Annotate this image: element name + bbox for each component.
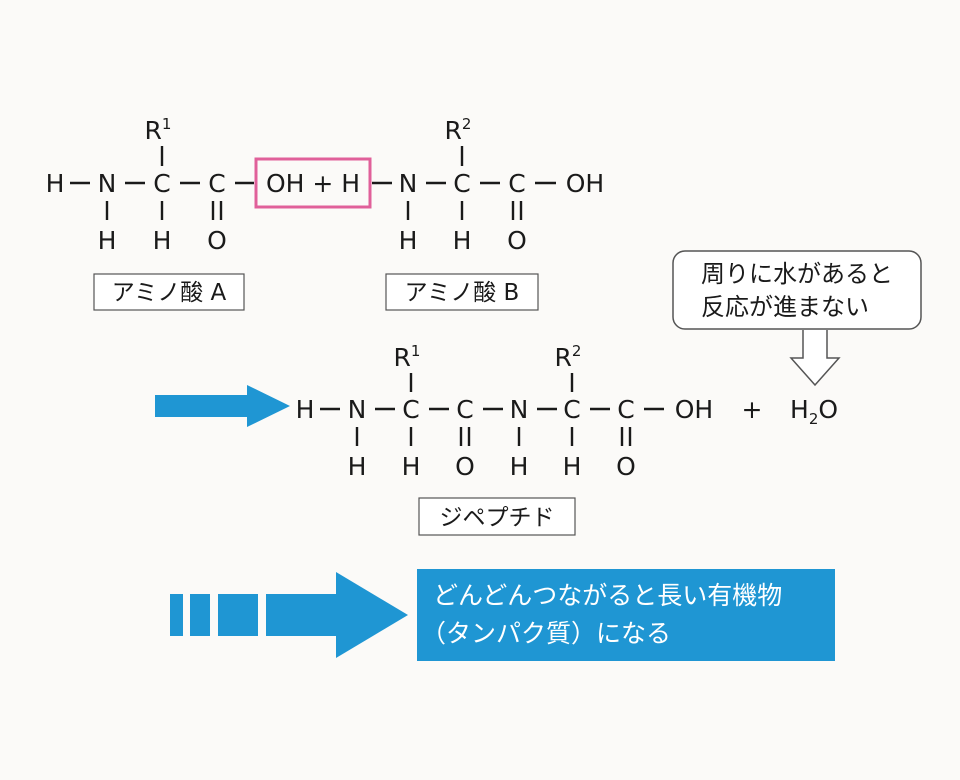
chain-arrow-icon bbox=[170, 572, 408, 658]
d-c-alpha-2: C bbox=[563, 395, 580, 424]
water-note-bubble: 周りに水があると 反応が進まない bbox=[672, 250, 922, 387]
chain-arrow-head bbox=[336, 572, 408, 658]
a-c-alpha: C bbox=[153, 169, 170, 198]
amino-acid-a-label: アミノ酸 A bbox=[112, 280, 227, 306]
reaction-arrow-icon bbox=[155, 385, 290, 427]
d-c-carbonyl-2: C bbox=[617, 395, 634, 424]
highlight-box bbox=[254, 157, 372, 209]
b-c-carbonyl: C bbox=[508, 169, 525, 198]
d-c-carbonyl-1: C bbox=[456, 395, 473, 424]
d-carbonyl-oxygen-2: O bbox=[616, 452, 636, 481]
b-n-atom: N bbox=[399, 169, 418, 198]
plus-sign: + bbox=[742, 395, 763, 424]
d-n2-hydrogen: H bbox=[510, 452, 529, 481]
arrow-segment-1 bbox=[170, 594, 183, 636]
d-r1-group: R1 bbox=[394, 342, 421, 372]
a-h-terminal: H bbox=[46, 169, 65, 198]
amino-acid-b-label-box bbox=[385, 273, 539, 311]
arrow-segment-3 bbox=[218, 594, 258, 636]
b-c-alpha: C bbox=[453, 169, 470, 198]
b-carbonyl-oxygen: O bbox=[507, 226, 527, 255]
amino-acid-b: N C C OH R2 H H O アミノ酸 B bbox=[372, 115, 604, 311]
bubble-box bbox=[672, 250, 922, 330]
highlight-text: OH + H bbox=[266, 169, 360, 198]
a-carbonyl-oxygen: O bbox=[207, 226, 227, 255]
reaction-arrow-shaft bbox=[155, 395, 251, 417]
condensation-highlight: OH + H bbox=[254, 157, 372, 209]
d-n1-hydrogen: H bbox=[348, 452, 367, 481]
bubble-line-2: 反応が進まない bbox=[701, 293, 869, 321]
d-c2-hydrogen: H bbox=[563, 452, 582, 481]
d-r2-group: R2 bbox=[555, 342, 582, 372]
bubble-line-1: 周りに水があると bbox=[701, 260, 893, 288]
d-h-terminal: H bbox=[296, 395, 315, 424]
a-n-atom: N bbox=[98, 169, 117, 198]
d-n-atom-1: N bbox=[348, 395, 367, 424]
b-r-group: R2 bbox=[445, 115, 472, 145]
d-hydroxyl: OH bbox=[675, 395, 713, 424]
b-n-hydrogen: H bbox=[399, 226, 418, 255]
water-molecule: H2O bbox=[790, 395, 838, 428]
dipeptide-label-box bbox=[418, 497, 576, 536]
protein-banner: どんどんつながると長い有機物 （タンパク質）になる bbox=[417, 569, 835, 661]
banner-box bbox=[417, 569, 835, 661]
a-r-group: R1 bbox=[145, 115, 172, 145]
d-n-atom-2: N bbox=[510, 395, 529, 424]
d-c-alpha-1: C bbox=[402, 395, 419, 424]
d-c1-hydrogen: H bbox=[402, 452, 421, 481]
a-c-carbonyl: C bbox=[208, 169, 225, 198]
down-arrow-icon bbox=[789, 330, 841, 387]
dipeptide-label: ジペプチド bbox=[440, 505, 555, 531]
dipeptide-structure: H N C C N C C OH R1 R2 H H O H H O bbox=[296, 342, 838, 536]
reaction-arrow-head bbox=[247, 385, 290, 427]
d-carbonyl-oxygen-1: O bbox=[455, 452, 475, 481]
arrow-segment-4 bbox=[266, 594, 338, 636]
a-c-hydrogen: H bbox=[153, 226, 172, 255]
a-n-hydrogen: H bbox=[98, 226, 117, 255]
amino-acid-a-label-box bbox=[93, 273, 245, 311]
arrow-segment-2 bbox=[190, 594, 210, 636]
amino-acid-b-label: アミノ酸 B bbox=[405, 280, 520, 306]
amino-acid-a: H N C C R1 H H O アミノ酸 A bbox=[46, 115, 254, 311]
banner-line-1: どんどんつながると長い有機物 bbox=[433, 581, 782, 610]
b-hydroxyl: OH bbox=[566, 169, 604, 198]
banner-line-2: （タンパク質）になる bbox=[421, 619, 671, 648]
b-c-hydrogen: H bbox=[453, 226, 472, 255]
